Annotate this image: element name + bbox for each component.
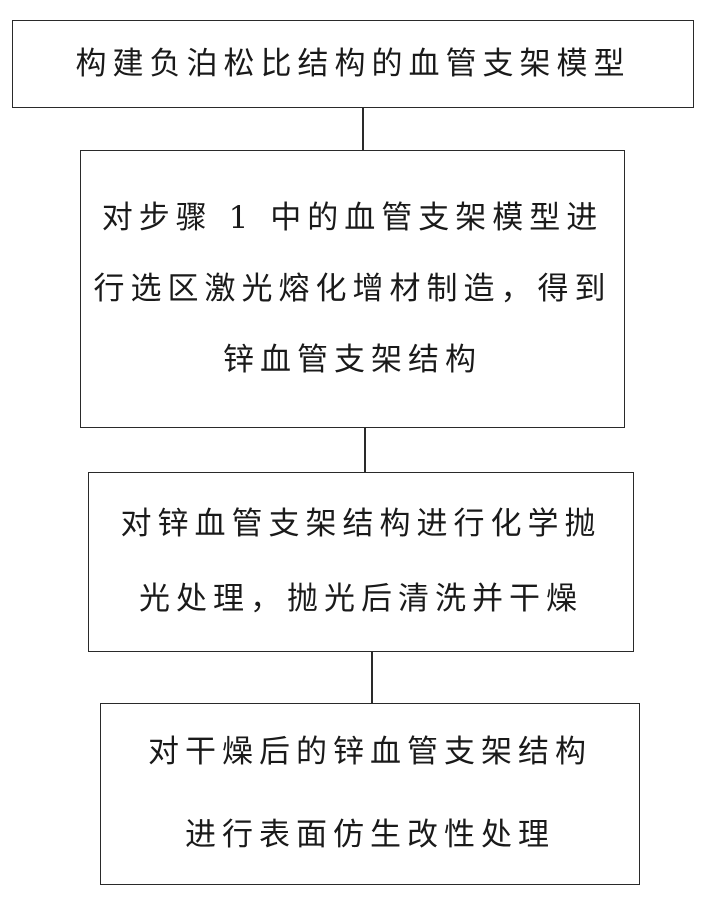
step-2-line-2: 行选区激光熔化增材制造，得到 xyxy=(94,274,612,305)
step-3-line-1: 对锌血管支架结构进行化学抛 xyxy=(121,509,602,540)
step-2-line-3: 锌血管支架结构 xyxy=(223,345,482,376)
step-4-text: 对干燥后的锌血管支架结构 进行表面仿生改性处理 xyxy=(101,704,639,884)
step-4-line-1: 对干燥后的锌血管支架结构 xyxy=(148,737,592,768)
step-1-box: 构建负泊松比结构的血管支架模型 xyxy=(12,20,694,108)
step-3-line-2: 光处理，抛光后清洗并干燥 xyxy=(139,584,583,615)
step-1-text: 构建负泊松比结构的血管支架模型 xyxy=(13,21,693,107)
step-3-text: 对锌血管支架结构进行化学抛 光处理，抛光后清洗并干燥 xyxy=(89,473,633,651)
step-2-line-1: 对步骤 1 中的血管支架模型进 xyxy=(102,203,603,234)
step-1-line-1: 构建负泊松比结构的血管支架模型 xyxy=(76,49,631,80)
connector-1-2 xyxy=(362,108,364,150)
step-4-line-2: 进行表面仿生改性处理 xyxy=(185,820,555,851)
connector-3-4 xyxy=(371,652,373,703)
step-2-text: 对步骤 1 中的血管支架模型进 行选区激光熔化增材制造，得到 锌血管支架结构 xyxy=(81,151,624,427)
step-2-box: 对步骤 1 中的血管支架模型进 行选区激光熔化增材制造，得到 锌血管支架结构 xyxy=(80,150,625,428)
step-4-box: 对干燥后的锌血管支架结构 进行表面仿生改性处理 xyxy=(100,703,640,885)
connector-2-3 xyxy=(364,428,366,472)
step-3-box: 对锌血管支架结构进行化学抛 光处理，抛光后清洗并干燥 xyxy=(88,472,634,652)
